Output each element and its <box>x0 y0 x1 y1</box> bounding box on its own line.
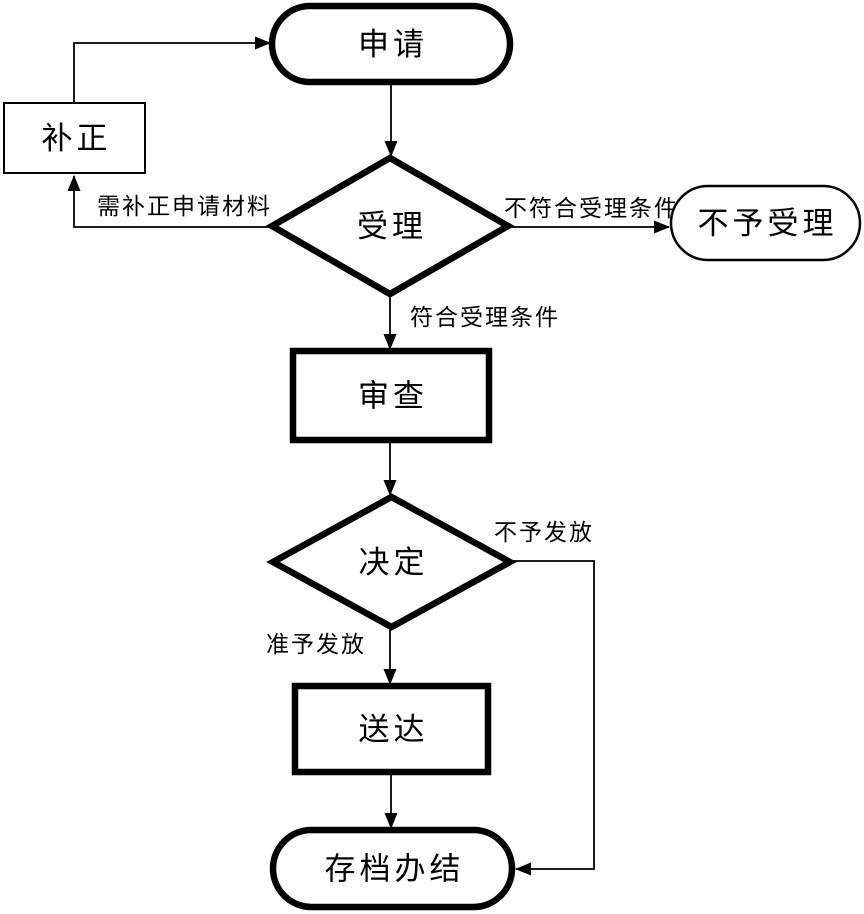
edge-correction-to-apply <box>73 36 271 103</box>
edge-label-decision-to-archive: 不予发放 <box>494 520 594 546</box>
node-delivery <box>291 682 492 776</box>
node-label-correction: 补正 <box>42 121 112 157</box>
node-decision <box>266 493 517 631</box>
edge-label-acceptance-to-review: 符合受理条件 <box>410 305 560 331</box>
node-review <box>289 347 493 444</box>
node-label-apply: 申请 <box>358 27 428 63</box>
node-archive <box>269 826 516 911</box>
edge-acceptance-to-correction <box>67 175 271 228</box>
edge-decision-to-archive <box>511 560 595 876</box>
edge-label-acceptance-to-not-accepted: 不符合受理条件 <box>504 196 679 222</box>
node-correction <box>3 102 146 174</box>
node-acceptance <box>265 154 515 298</box>
node-not-accepted <box>669 184 862 262</box>
node-label-decision: 决定 <box>359 545 429 581</box>
node-label-acceptance: 受理 <box>357 209 427 245</box>
node-apply <box>268 2 514 86</box>
node-label-delivery: 送达 <box>359 712 429 748</box>
node-label-archive: 存档办结 <box>325 852 465 888</box>
node-label-not-accepted: 不予受理 <box>698 206 838 242</box>
edge-label-decision-to-delivery: 准予发放 <box>266 632 366 658</box>
edge-label-acceptance-to-correction: 需补正申请材料 <box>97 194 272 220</box>
node-label-review: 审查 <box>358 379 428 415</box>
